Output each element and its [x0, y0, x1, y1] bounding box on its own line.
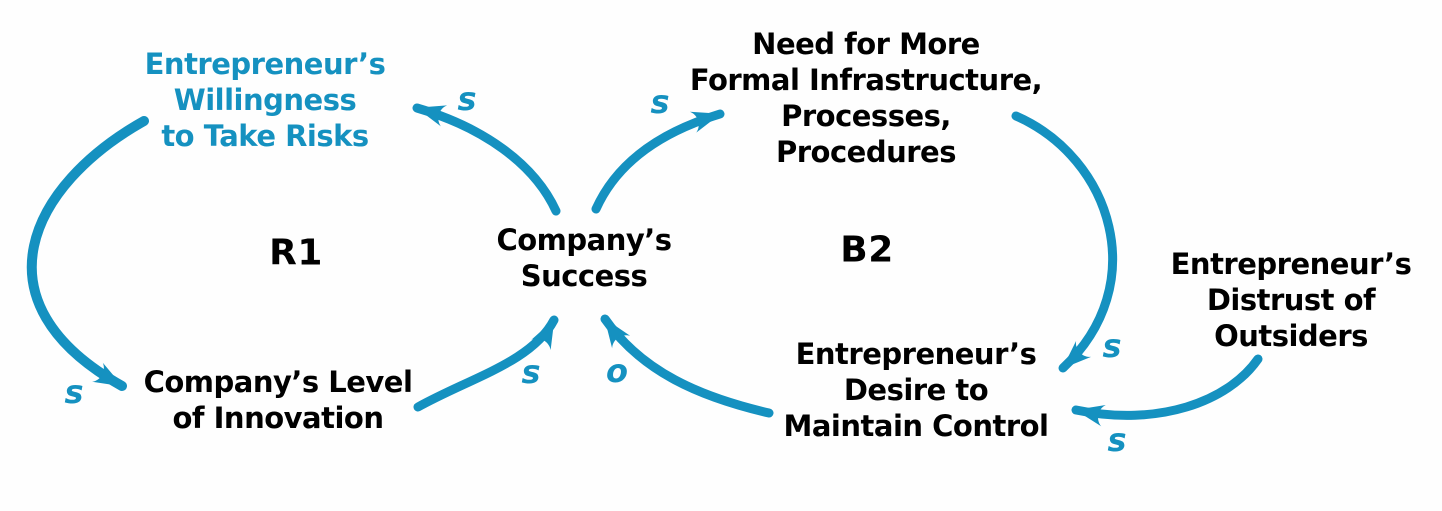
node-companys-level-of-innovation: Company’s Level of Innovation — [143, 365, 413, 435]
arrow-success-to-infrastructure — [591, 109, 725, 214]
polarity-label-willingness-to-innovation: s — [64, 373, 84, 411]
arrow-willingness-to-innovation — [26, 116, 149, 391]
node-entrepreneurs-distrust-outsiders: Entrepreneur’s Distrust of Outsiders — [1170, 247, 1412, 353]
node-need-formal-infrastructure: Need for More Formal Infrastructure, Pro… — [689, 27, 1043, 169]
polarity-label-success-to-willingness: s — [457, 80, 477, 118]
arrow-success-to-willingness — [412, 103, 561, 216]
node-entrepreneurs-willingness: Entrepreneur’s Willingness to Take Risks — [144, 47, 386, 153]
polarity-label-innovation-to-success: s — [521, 353, 541, 391]
loop-label-b2: B2 — [840, 229, 894, 271]
polarity-label-infrastructure-to-control: s — [1102, 327, 1122, 365]
node-companys-success: Company’s Success — [496, 223, 672, 293]
arrow-innovation-to-success — [413, 315, 559, 412]
polarity-label-success-to-infrastructure: s — [650, 83, 670, 121]
node-entrepreneurs-desire-control: Entrepreneur’s Desire to Maintain Contro… — [783, 337, 1049, 443]
arrow-distrust-to-control — [1071, 354, 1263, 427]
polarity-label-control-to-success: o — [606, 352, 628, 390]
loop-label-r1: R1 — [269, 232, 323, 274]
arrow-control-to-success — [600, 314, 774, 418]
arrow-infrastructure-to-control — [1011, 111, 1117, 373]
polarity-label-distrust-to-control: s — [1107, 421, 1127, 459]
